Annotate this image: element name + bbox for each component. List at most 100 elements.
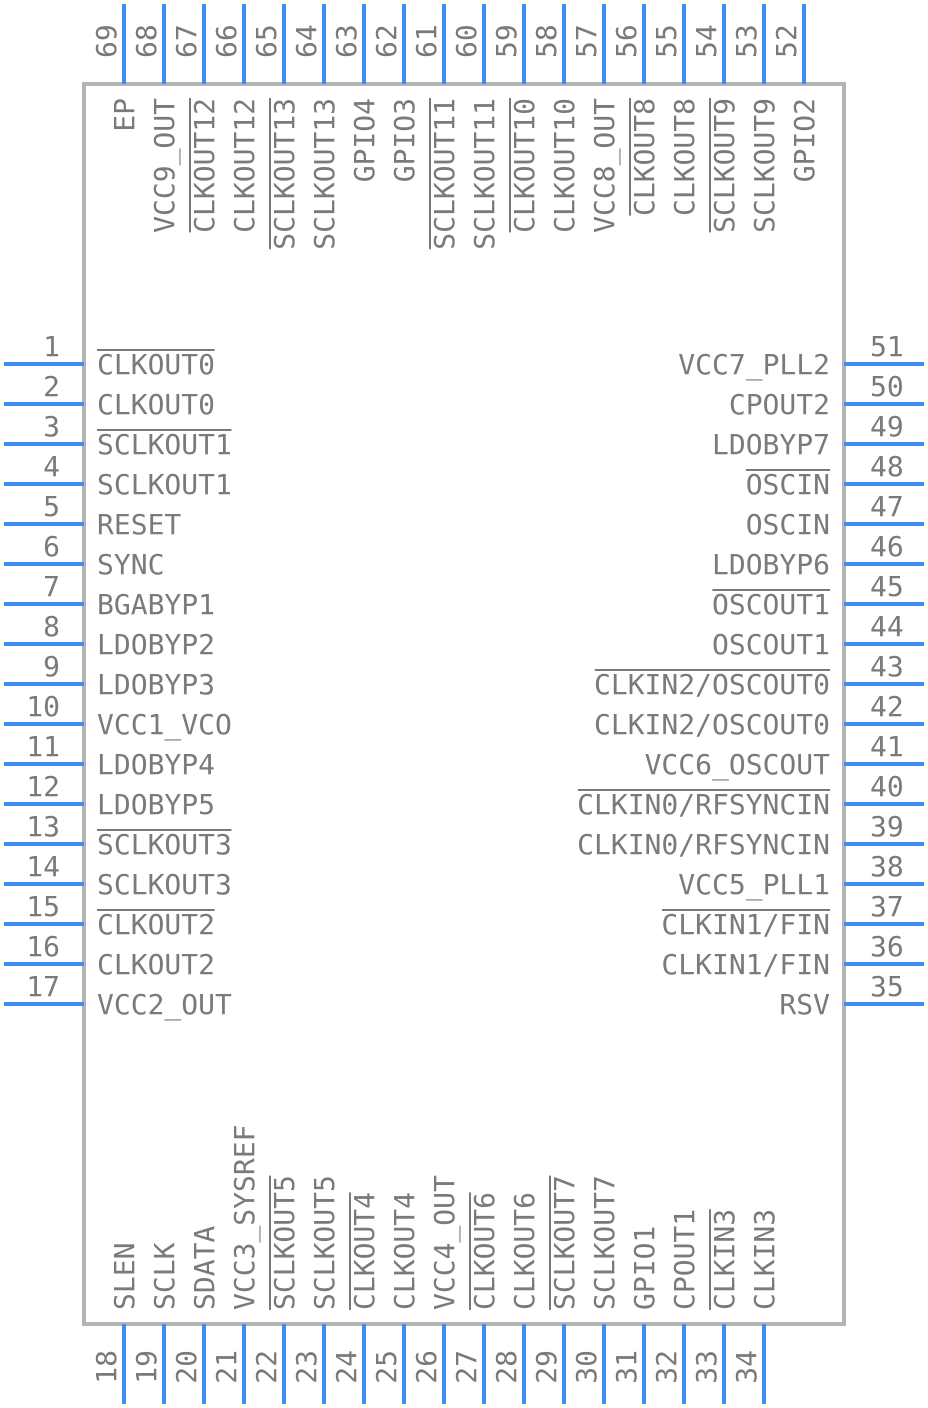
pin-number: 8 xyxy=(43,610,60,643)
pin-label-clkout0: CLKOUT0 xyxy=(97,348,215,381)
pin-label-vcc8-out: VCC8_OUT xyxy=(588,98,622,233)
pin-number: 32 xyxy=(650,1350,683,1384)
pin-number: 62 xyxy=(370,24,403,58)
pin-number: 42 xyxy=(870,690,904,723)
pin-label-cpout1: CPOUT1 xyxy=(668,1209,701,1310)
pin-number: 43 xyxy=(870,650,904,683)
pin-number: 3 xyxy=(43,410,60,443)
pin-label-reset: RESET xyxy=(97,508,181,541)
pin-number: 52 xyxy=(770,24,803,58)
top-pin-group: 69EP68VCC9_OUT67CLKOUT1266CLKOUT1265SCLK… xyxy=(90,4,821,250)
pin-label-sync: SYNC xyxy=(97,548,164,581)
pin-32: 32 CPOUT1 xyxy=(650,1209,701,1404)
pin-label-ldobyp4: LDOBYP4 xyxy=(97,748,215,781)
pin-number: 6 xyxy=(43,530,60,563)
pin-number: 58 xyxy=(530,24,563,58)
pin-number: 50 xyxy=(870,370,904,403)
pin-number: 37 xyxy=(870,890,904,923)
pin-label-sclkout5: SCLKOUT5 xyxy=(268,1175,301,1310)
pin-label-ldobyp7: LDOBYP7 xyxy=(712,428,830,461)
pin-number: 27 xyxy=(450,1350,483,1384)
pin-label-clkin1-fin: CLKIN1/FIN xyxy=(661,908,830,941)
pin-label-vcc4-out: VCC4_OUT xyxy=(428,1175,462,1310)
pin-label-clkout4: CLKOUT4 xyxy=(388,1192,421,1310)
pin-label-clkin3: CLKIN3 xyxy=(708,1209,741,1310)
bottom-pin-group: 18SLEN19SCLK20SDATA21VCC3_SYSREF22SCLKOU… xyxy=(90,1125,781,1404)
pin-number: 38 xyxy=(870,850,904,883)
pin-label-clkin0-rfsyncin: CLKIN0/RFSYNCIN xyxy=(577,828,830,861)
pin-number: 20 xyxy=(170,1350,203,1384)
pin-label-rsv: RSV xyxy=(779,988,830,1021)
pin-label-sclkout11: SCLKOUT11 xyxy=(468,98,501,250)
pin-number: 30 xyxy=(570,1350,603,1384)
pin-label-vcc9-out: VCC9_OUT xyxy=(148,98,182,233)
pin-label-sclk: SCLK xyxy=(148,1242,181,1310)
pin-label-sclkout13: SCLKOUT13 xyxy=(268,98,301,250)
pin-number: 34 xyxy=(730,1350,763,1384)
pin-number: 18 xyxy=(90,1350,123,1384)
pin-number: 25 xyxy=(370,1350,403,1384)
pin-number: 63 xyxy=(330,24,363,58)
pin-number: 1 xyxy=(43,330,60,363)
pin-label-clkout6: CLKOUT6 xyxy=(468,1192,501,1310)
pin-label-clkout2: CLKOUT2 xyxy=(97,908,215,941)
pin-number: 46 xyxy=(870,530,904,563)
pin-number: 36 xyxy=(870,930,904,963)
pin-label-clkout12: CLKOUT12 xyxy=(188,98,221,233)
pin-label-clkout12: CLKOUT12 xyxy=(228,98,261,233)
pin-number: 16 xyxy=(26,930,60,963)
pin-number: 47 xyxy=(870,490,904,523)
pin-label-gpio1: GPIO1 xyxy=(628,1226,661,1310)
pin-label-sclkout3: SCLKOUT3 xyxy=(97,828,232,861)
pin-number: 45 xyxy=(870,570,904,603)
pin-label-clkout10: CLKOUT10 xyxy=(548,98,581,233)
pin-label-sclkout3: SCLKOUT3 xyxy=(97,868,232,901)
pin-label-sclkout9: SCLKOUT9 xyxy=(748,98,781,233)
pin-number: 9 xyxy=(43,650,60,683)
pin-number: 12 xyxy=(26,770,60,803)
pin-label-sclkout9: SCLKOUT9 xyxy=(708,98,741,233)
pin-label-ldobyp2: LDOBYP2 xyxy=(97,628,215,661)
pin-label-clkout4: CLKOUT4 xyxy=(348,1192,381,1310)
pin-label-gpio2: GPIO2 xyxy=(788,98,821,182)
pin-label-clkout2: CLKOUT2 xyxy=(97,948,215,981)
pin-label-sclkout7: SCLKOUT7 xyxy=(548,1175,581,1310)
pin-label-oscin: OSCIN xyxy=(746,508,830,541)
pin-label-sclkout1: SCLKOUT1 xyxy=(97,468,232,501)
pin-label-ldobyp3: LDOBYP3 xyxy=(97,668,215,701)
